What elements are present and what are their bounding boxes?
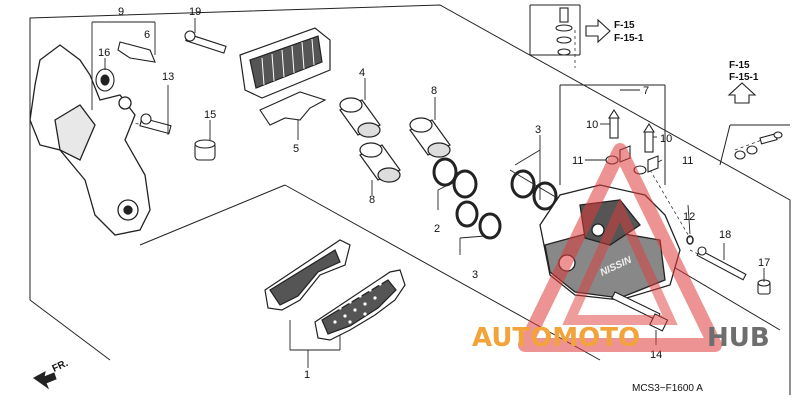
part-label-10-right: 10 <box>660 133 672 145</box>
caliper-pin <box>139 113 172 135</box>
part-label-5: 5 <box>293 143 299 155</box>
pad-spring <box>259 91 327 126</box>
diagram-code: MCS3−F1600 A <box>632 383 703 394</box>
pin-plug <box>757 279 771 295</box>
fastener-stack-right <box>734 131 783 160</box>
front-arrow <box>33 371 57 390</box>
pistons <box>339 97 451 183</box>
bleeder-valves <box>608 108 655 153</box>
ref-label-right-a: F-15 <box>729 60 750 71</box>
fastener-stack-top <box>555 7 573 56</box>
part-label-19: 19 <box>189 6 201 18</box>
part-label-10-left: 10 <box>586 119 598 131</box>
o-ring <box>686 235 694 245</box>
part-label-18: 18 <box>719 229 731 241</box>
part-label-16: 16 <box>98 47 110 59</box>
part-label-6: 6 <box>144 29 150 41</box>
pivot-bolt <box>184 30 227 54</box>
ref-arrow-top <box>585 18 611 44</box>
ref-label-top-b: F-15-1 <box>614 33 644 44</box>
part-label-15: 15 <box>204 109 216 121</box>
part-label-3-upper: 3 <box>535 124 541 136</box>
part-label-13: 13 <box>162 71 174 83</box>
ref-label-right-b: F-15-1 <box>729 72 759 83</box>
part-label-12: 12 <box>683 211 695 223</box>
part-label-8-lower: 8 <box>369 194 375 206</box>
part-label-11-right: 11 <box>682 155 693 167</box>
bracket-sleeve <box>95 68 115 92</box>
piston-seals <box>432 157 558 240</box>
part-label-2: 2 <box>434 223 440 235</box>
part-label-1: 1 <box>304 369 310 381</box>
watermark-logo: AUTOMOTO HUB <box>472 143 770 353</box>
ref-label-top-a: F-15 <box>614 20 635 31</box>
pad-clip <box>117 41 156 63</box>
part-labels: 9 6 16 13 19 15 5 4 8 8 2 3 3 7 10 10 11… <box>98 6 770 381</box>
caliper-bracket <box>29 44 151 236</box>
part-label-17: 17 <box>758 257 770 269</box>
part-label-3-lower: 3 <box>472 269 478 281</box>
pin-boot <box>194 139 216 161</box>
part-label-9: 9 <box>118 6 124 18</box>
front-label: FR. <box>51 358 70 375</box>
pad-pin <box>696 246 747 281</box>
ref-arrow-right <box>727 82 757 104</box>
brake-pads <box>264 239 406 341</box>
watermark-text-right: HUB <box>707 323 770 353</box>
watermark-text-left: AUTOMOTO <box>472 323 640 353</box>
pad-insulator <box>239 27 331 99</box>
part-label-8-upper: 8 <box>431 85 437 97</box>
part-label-4: 4 <box>359 67 365 79</box>
part-label-7: 7 <box>643 85 649 97</box>
part-label-11-left: 11 <box>572 155 583 167</box>
